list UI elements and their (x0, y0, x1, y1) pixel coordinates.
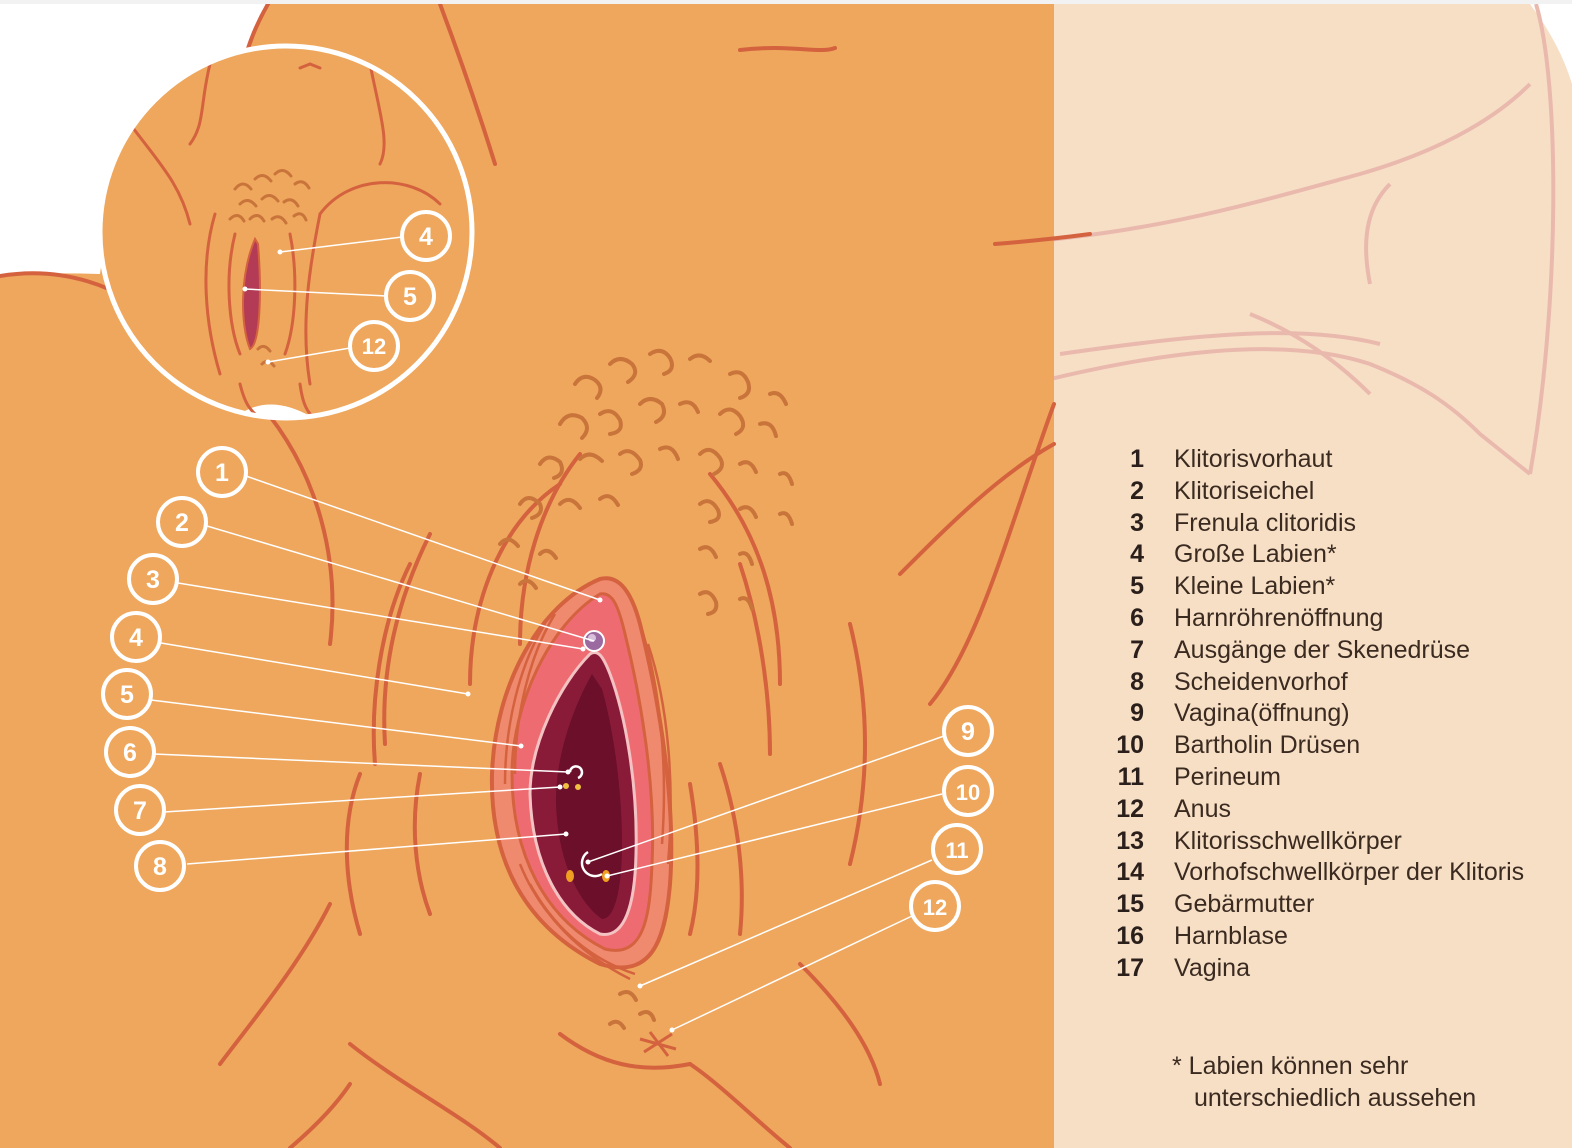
legend-number: 8 (1108, 667, 1144, 699)
legend-item: 7 Ausgänge der Skenedrüse (1108, 635, 1548, 667)
legend-number: 15 (1108, 889, 1144, 921)
svg-text:1: 1 (215, 459, 229, 487)
legend-item: 13 Klitorisschwellkörper (1108, 826, 1548, 858)
skene-gland-left (563, 783, 569, 789)
legend-label: Klitorisvorhaut (1174, 444, 1548, 476)
legend-number: 5 (1108, 571, 1144, 603)
legend-number: 6 (1108, 603, 1144, 635)
legend-item: 10 Bartholin Drüsen (1108, 730, 1548, 762)
svg-text:5: 5 (120, 681, 134, 709)
legend-number: 11 (1108, 762, 1144, 794)
legend-item: 2 Klitoriseichel (1108, 476, 1548, 508)
svg-text:5: 5 (403, 283, 417, 311)
svg-text:4: 4 (419, 223, 433, 251)
legend-item: 15 Gebärmutter (1108, 889, 1548, 921)
legend-label: Vagina (1174, 953, 1548, 985)
note-line-2: unterschiedlich aussehen (1172, 1082, 1532, 1114)
svg-text:10: 10 (956, 780, 980, 805)
legend-label: Gebärmutter (1174, 889, 1548, 921)
legend-item: 4 Große Labien* (1108, 539, 1548, 571)
svg-text:2: 2 (175, 509, 189, 537)
legend-number: 2 (1108, 476, 1144, 508)
legend-label: Frenula clitoridis (1174, 508, 1548, 540)
legend-item: 3 Frenula clitoridis (1108, 508, 1548, 540)
svg-text:7: 7 (133, 797, 147, 825)
legend-number: 4 (1108, 539, 1144, 571)
svg-text:3: 3 (146, 566, 160, 594)
legend-label: Perineum (1174, 762, 1548, 794)
legend-item: 8 Scheidenvorhof (1108, 667, 1548, 699)
legend-label: Große Labien* (1174, 539, 1548, 571)
labia-note: * Labien können sehr unterschiedlich aus… (1172, 1050, 1532, 1114)
svg-text:9: 9 (961, 718, 975, 746)
legend-item: 6 Harnröhrenöffnung (1108, 603, 1548, 635)
svg-text:6: 6 (123, 739, 137, 767)
svg-text:4: 4 (129, 624, 143, 652)
legend-number: 3 (1108, 508, 1144, 540)
legend: 1 Klitorisvorhaut 2 Klitoriseichel 3 Frenula … (1108, 444, 1548, 985)
svg-text:11: 11 (945, 838, 968, 863)
legend-item: 16 Harnblase (1108, 921, 1548, 953)
legend-item: 17 Vagina (1108, 953, 1548, 985)
legend-item: 5 Kleine Labien* (1108, 571, 1548, 603)
legend-number: 17 (1108, 953, 1144, 985)
legend-label: Bartholin Drüsen (1174, 730, 1548, 762)
legend-item: 1 Klitorisvorhaut (1108, 444, 1548, 476)
legend-number: 7 (1108, 635, 1144, 667)
legend-label: Ausgänge der Skenedrüse (1174, 635, 1548, 667)
legend-number: 13 (1108, 826, 1144, 858)
legend-label: Vorhofschwellkörper der Klitoris (1174, 857, 1548, 889)
svg-text:12: 12 (362, 334, 386, 359)
skene-gland-right (575, 784, 581, 790)
legend-item: 11 Perineum (1108, 762, 1548, 794)
legend-label: Harnblase (1174, 921, 1548, 953)
legend-number: 10 (1108, 730, 1144, 762)
legend-item: 9 Vagina(öffnung) (1108, 698, 1548, 730)
svg-text:8: 8 (153, 853, 167, 881)
legend-number: 16 (1108, 921, 1144, 953)
legend-number: 14 (1108, 857, 1144, 889)
legend-number: 12 (1108, 794, 1144, 826)
legend-label: Harnröhrenöffnung (1174, 603, 1548, 635)
legend-label: Kleine Labien* (1174, 571, 1548, 603)
legend-item: 12 Anus (1108, 794, 1548, 826)
svg-text:12: 12 (923, 895, 947, 920)
legend-item: 14 Vorhofschwellkörper der Klitoris (1108, 857, 1548, 889)
legend-number: 1 (1108, 444, 1144, 476)
legend-label: Klitorisschwellkörper (1174, 826, 1548, 858)
legend-label: Anus (1174, 794, 1548, 826)
legend-label: Vagina(öffnung) (1174, 698, 1548, 730)
legend-number: 9 (1108, 698, 1144, 730)
bartholin-gland-left (566, 870, 574, 882)
note-line-1: * Labien können sehr (1172, 1050, 1532, 1082)
legend-label: Klitoriseichel (1174, 476, 1548, 508)
legend-label: Scheidenvorhof (1174, 667, 1548, 699)
